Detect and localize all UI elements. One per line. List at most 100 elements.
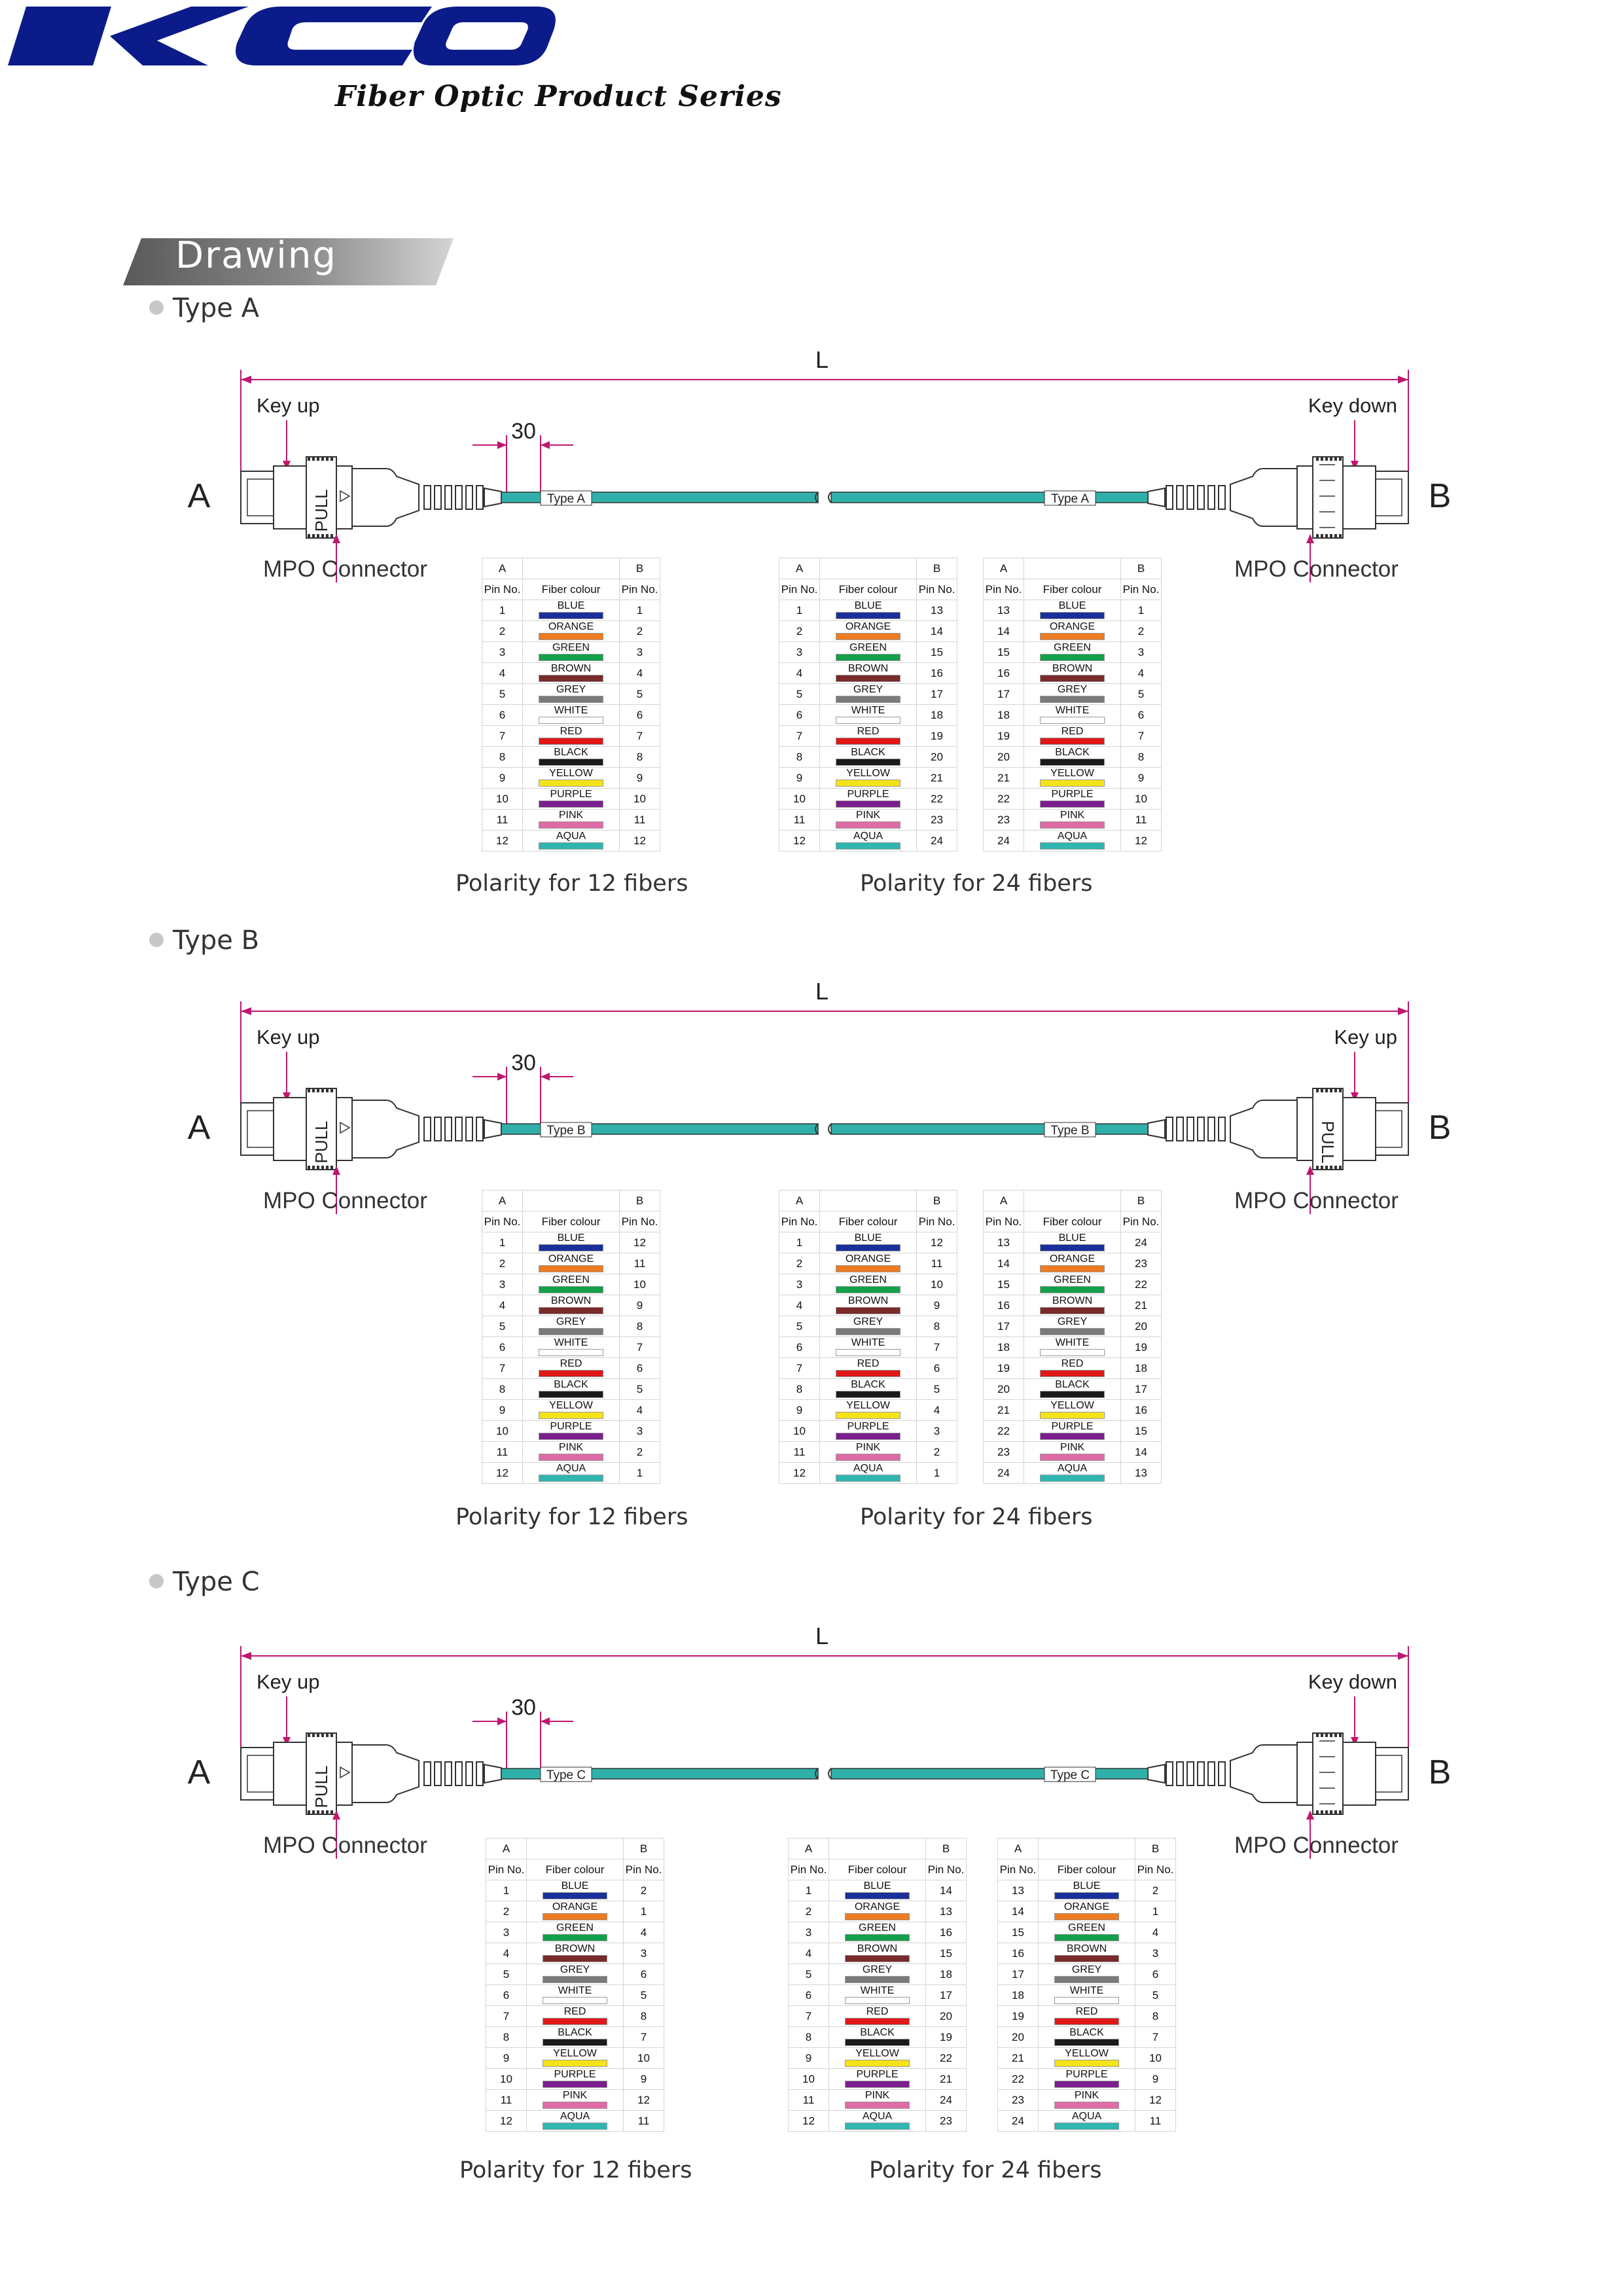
pin-a: 16 [983, 1295, 1024, 1316]
fiber-colour-swatch [542, 1934, 608, 1941]
fiber-colour-cell: BLACK [829, 2026, 926, 2048]
pin-a: 23 [997, 2089, 1039, 2111]
fiber-colour-swatch [1054, 2018, 1120, 2025]
pin-a: 11 [482, 809, 523, 831]
fiber-colour-name: PURPLE [856, 2069, 899, 2080]
pin-a: 9 [482, 1399, 523, 1421]
pin-no-a-header: Pin No. [779, 1211, 820, 1232]
col-b-header: B [925, 1838, 967, 1859]
fiber-colour-swatch [835, 1454, 901, 1461]
fiber-colour-swatch [835, 780, 901, 787]
fiber-colour-swatch [1039, 675, 1105, 682]
fiber-colour-name: PURPLE [1065, 2069, 1108, 2080]
pin-b: 18 [1120, 1357, 1162, 1379]
pull-label: PULL [312, 1121, 331, 1163]
pin-a: 17 [983, 1316, 1024, 1337]
pin-b: 21 [925, 2068, 967, 2090]
mpo-connector-label-b: MPO Connector [1234, 556, 1399, 582]
mpo-arrows [332, 534, 1314, 583]
bullet-icon [149, 300, 164, 315]
fiber-colour-cell: ORANGE [819, 1253, 917, 1274]
pin-a: 5 [482, 683, 523, 705]
fiber-colour-swatch [1039, 759, 1105, 766]
fiber-colour-swatch [538, 1391, 604, 1398]
type-title: Type B [173, 925, 260, 956]
fiber-colour-name: YELLOW [1050, 1400, 1094, 1411]
pin-a: 19 [997, 2005, 1039, 2027]
pin-b: 13 [925, 1901, 967, 1922]
pin-b: 7 [623, 2026, 664, 2048]
fiber-colour-name: BROWN [857, 1943, 898, 1954]
pin-a: 3 [788, 1922, 829, 1943]
fiber-colour-name: GREY [853, 1316, 883, 1327]
fiber-colour-name: ORANGE [548, 1253, 594, 1265]
mpo-connector-label-b: MPO Connector [1234, 1188, 1399, 1213]
fiber-colour-swatch [1039, 696, 1105, 703]
fiber-colour-name: BROWN [1052, 1295, 1093, 1306]
fiber-colour-cell: PURPLE [1024, 788, 1121, 810]
pin-b: 16 [1120, 1399, 1162, 1421]
pin-a: 7 [486, 2005, 527, 2027]
fiber-colour-cell: BLUE [819, 600, 917, 621]
fiber-colour-name: ORANGE [854, 1901, 901, 1912]
caption-24-fibers: Polarity for 24 fibers [860, 870, 1093, 897]
fiber-colour-swatch [1054, 1913, 1120, 1920]
fiber-colour-swatch [1054, 2060, 1120, 2067]
pin-b: 12 [916, 1232, 957, 1253]
fiber-colour-name: PINK [855, 810, 881, 821]
fiber-colour-swatch [1039, 1307, 1105, 1314]
fiber-colour-cell: ORANGE [1024, 1253, 1121, 1274]
pin-b: 24 [1120, 1232, 1162, 1253]
fiber-colour-swatch [835, 696, 901, 703]
fiber-colour-swatch [538, 1433, 604, 1440]
pin-b: 12 [619, 1232, 660, 1253]
pin-b: 9 [619, 767, 660, 789]
pin-b: 3 [623, 1943, 664, 1964]
fiber-colour-name: YELLOW [846, 1400, 890, 1411]
pin-a: 8 [482, 1378, 523, 1400]
fiber-colour-swatch [1039, 1286, 1105, 1293]
pin-a: 10 [482, 1420, 523, 1442]
pin-b: 8 [916, 1316, 957, 1337]
fiber-colour-name: RED [1075, 2006, 1098, 2017]
fiber-colour-swatch [844, 1892, 910, 1899]
fiber-colour-name: GREY [560, 1964, 590, 1975]
pin-a: 9 [788, 2047, 829, 2069]
pin-no-b-header: Pin No. [1135, 1859, 1176, 1880]
col-a-header: A [486, 1838, 527, 1859]
fiber-colour-name: RED [563, 2006, 586, 2017]
col-a-header: A [997, 1838, 1039, 1859]
fiber-colour-name: ORANGE [1049, 1253, 1096, 1265]
key-right-label: Key up [1334, 1026, 1397, 1049]
fiber-colour-name: AQUA [862, 2111, 893, 2122]
fiber-colour-cell: RED [1038, 2005, 1135, 2027]
fiber-colour-name: PINK [865, 2090, 890, 2101]
fiber-colour-name: RED [560, 1358, 582, 1369]
fiber-colour-swatch [542, 2039, 608, 2046]
end-b-label: B [1429, 1109, 1452, 1147]
pin-a: 15 [997, 1922, 1039, 1943]
fiber-colour-cell: YELLOW [1024, 767, 1121, 789]
pin-a: 8 [788, 2026, 829, 2048]
fiber-colour-name: PINK [558, 810, 584, 821]
fiber-colour-swatch [1054, 1955, 1120, 1962]
fiber-colour-name: BROWN [1052, 663, 1093, 674]
